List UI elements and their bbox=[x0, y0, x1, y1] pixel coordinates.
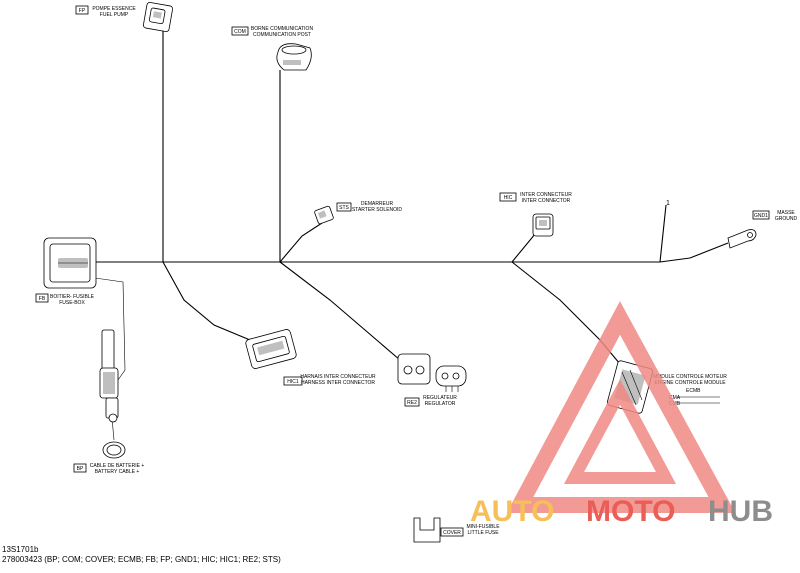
ground-terminal bbox=[727, 229, 757, 249]
label-fb: FB BOITIER- FUSIBLE FUSE-BOX bbox=[35, 293, 95, 306]
label-re2-fr: REGULATEUR bbox=[423, 395, 457, 401]
ecm-sub-row1: CMA bbox=[669, 395, 681, 401]
watermark-triangle-inner bbox=[563, 379, 677, 484]
label-bp-fr: CABLE DE BATTERIE + bbox=[90, 463, 145, 469]
code-cover: COVER bbox=[443, 530, 461, 536]
communication-post-connector bbox=[276, 43, 312, 71]
fuel-pump-connector bbox=[143, 2, 173, 32]
label-re2-en: REGULATOR bbox=[425, 401, 456, 407]
label-hic: HIC INTER CONNECTEUR INTER CONNECTOR bbox=[499, 192, 572, 204]
label-fb-fr: BOITIER- FUSIBLE bbox=[50, 294, 95, 300]
code-re2: RE2 bbox=[407, 400, 417, 406]
label-com: COM BORNE COMMUNICATION COMMUNICATION PO… bbox=[231, 26, 314, 38]
callout-number: 1 bbox=[666, 200, 670, 207]
watermark-triangle-outer bbox=[506, 301, 736, 513]
label-hic1-fr: HARNAIS INTER CONNECTEUR bbox=[300, 374, 376, 380]
code-hic1: HIC1 bbox=[287, 379, 299, 385]
label-sts: STS DEMARREUR STARTER SOLENOID bbox=[336, 201, 402, 213]
watermark-hub: HUB bbox=[708, 495, 773, 528]
label-hic-fr: INTER CONNECTEUR bbox=[520, 192, 572, 198]
label-fp-en: FUEL PUMP bbox=[100, 12, 129, 18]
label-hic1: HIC1 HARNAIS INTER CONNECTEUR HARNESS IN… bbox=[283, 374, 376, 386]
code-fp: FP bbox=[79, 8, 86, 14]
label-fb-en: FUSE-BOX bbox=[59, 300, 85, 306]
inter-connector bbox=[532, 213, 554, 237]
label-gnd1: GND1 MASSE GROUND bbox=[752, 210, 798, 222]
label-com-en: COMMUNICATION POST bbox=[253, 32, 311, 38]
label-bp-en: BATTERY CABLE + bbox=[95, 469, 140, 475]
label-cover-fr: MINI-FUSIBLE bbox=[466, 524, 500, 530]
label-ecmb-fr: MODULE CONTROLE MOTEUR bbox=[653, 374, 727, 380]
label-cover-en: LITTLE FUSE bbox=[467, 530, 499, 536]
label-fp: FP POMPE ESSENCE FUEL PUMP bbox=[75, 5, 136, 18]
label-hic-en: INTER CONNECTOR bbox=[522, 198, 571, 204]
code-bp: BP bbox=[77, 466, 84, 472]
code-gnd1: GND1 bbox=[754, 213, 768, 219]
harness-inter-connector bbox=[245, 329, 297, 369]
ecm-sub-tag: ECMB bbox=[686, 388, 701, 394]
label-sts-fr: DEMARREUR bbox=[361, 201, 394, 207]
label-bp: BP CABLE DE BATTERIE + BATTERY CABLE + bbox=[73, 463, 145, 475]
code-fb: FB bbox=[39, 296, 46, 302]
battery-cable bbox=[99, 329, 126, 459]
code-sts: STS bbox=[339, 205, 349, 211]
label-fp-fr: POMPE ESSENCE bbox=[92, 6, 136, 12]
fuse-box bbox=[43, 237, 97, 289]
label-cover: COVER MINI-FUSIBLE LITTLE FUSE bbox=[440, 524, 500, 537]
label-hic1-en: HARNESS INTER CONNECTOR bbox=[301, 380, 375, 386]
watermark: AUTO MOTO HUB bbox=[470, 301, 773, 528]
code-hic: HIC bbox=[504, 195, 513, 201]
label-ecmb-en: ENGINE CONTROLE MODULE bbox=[654, 380, 726, 386]
little-fuse bbox=[413, 517, 441, 543]
watermark-auto: AUTO bbox=[470, 495, 554, 528]
watermark-moto: MOTO bbox=[586, 495, 675, 528]
label-re2: RE2 REGULATEUR REGULATOR bbox=[404, 395, 457, 407]
footer-part-list: 278003423 (BP; COM; COVER; ECMB; FB; FP;… bbox=[2, 555, 281, 564]
label-gnd1-fr: MASSE bbox=[777, 210, 795, 216]
label-com-fr: BORNE COMMUNICATION bbox=[251, 26, 314, 32]
label-gnd1-en: GROUND bbox=[775, 216, 798, 222]
regulator-connector bbox=[397, 353, 467, 392]
starter-solenoid-connector bbox=[314, 205, 334, 225]
label-sts-en: STARTER SOLENOID bbox=[352, 207, 402, 213]
footer-drawing-number: 13S1701b bbox=[2, 545, 39, 554]
code-com: COM bbox=[234, 29, 246, 35]
